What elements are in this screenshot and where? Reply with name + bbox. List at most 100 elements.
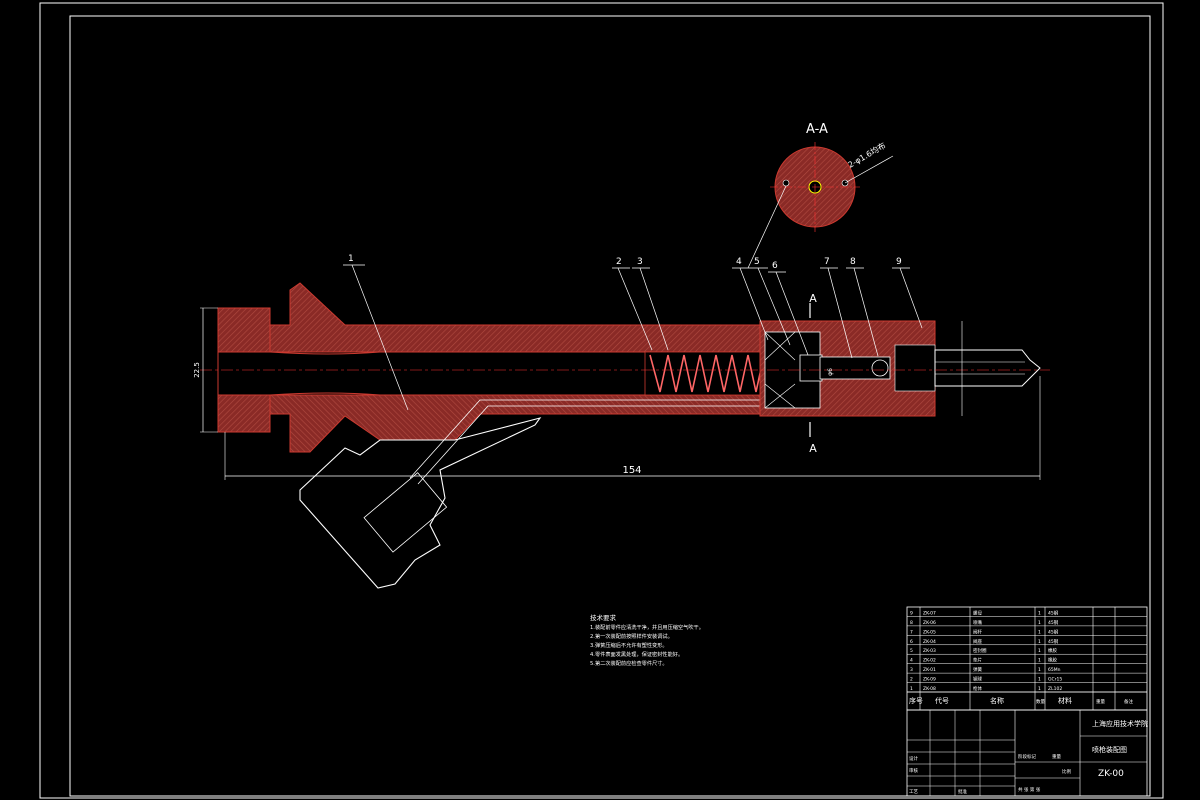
balloon-3: 3 — [632, 257, 669, 351]
parts-cell-no: 3 — [910, 667, 913, 673]
svg-text:2: 2 — [616, 257, 622, 267]
parts-cell-material: ZL102 — [1048, 686, 1062, 692]
parts-cell-qty: 1 — [1038, 639, 1041, 645]
svg-text:4: 4 — [736, 257, 742, 267]
parts-cell-name: 枪体 — [973, 685, 982, 692]
valve-seat-part-6 — [799, 354, 823, 382]
parts-header-no: 序号 — [909, 696, 923, 705]
parts-cell-code: ZK-07 — [923, 610, 936, 616]
parts-cell-code: ZK-02 — [923, 658, 936, 664]
parts-cell-qty: 1 — [1038, 610, 1041, 616]
parts-cell-qty: 1 — [1038, 677, 1041, 683]
parts-cell-code: ZK-04 — [923, 639, 936, 645]
parts-cell-name: 钢球 — [973, 676, 982, 683]
parts-cell-qty: 1 — [1038, 629, 1041, 635]
parts-cell-material: 橡胶 — [1048, 647, 1057, 654]
spring-cavity — [644, 351, 766, 396]
balloon-4: 4 — [732, 257, 769, 341]
balloon-5: 5 — [750, 257, 791, 346]
parts-cell-code: ZK-06 — [923, 620, 936, 626]
parts-cell-qty: 1 — [1038, 648, 1041, 654]
title-school: 上海应用技术学院 — [1092, 719, 1148, 728]
spring-assembly — [644, 351, 766, 396]
parts-cell-no: 7 — [910, 629, 913, 635]
balloon-1: 1 — [343, 254, 409, 411]
title-drawing-name: 喷枪装配图 — [1092, 745, 1127, 754]
parts-header-qty: 数量 — [1036, 698, 1045, 705]
spray-gun-body — [217, 282, 761, 485]
parts-header-weight: 重量 — [1096, 698, 1105, 705]
parts-cell-no: 5 — [910, 648, 913, 654]
parts-cell-qty: 1 — [1038, 667, 1041, 673]
svg-text:8: 8 — [850, 257, 856, 267]
svg-text:1: 1 — [348, 254, 354, 264]
valve-housing — [759, 320, 1041, 417]
section-hole-left — [782, 179, 790, 187]
parts-cell-code: ZK-05 — [923, 629, 936, 635]
svg-text:7: 7 — [824, 257, 830, 267]
balloon-labels: 1 2 3 4 5 6 7 — [343, 254, 923, 411]
balloon-6: 6 — [768, 261, 809, 356]
handle-grip-window — [363, 472, 448, 553]
parts-header-remark: 备注 — [1124, 698, 1133, 705]
parts-cell-name: 密封圈 — [973, 647, 987, 654]
parts-cell-qty: 1 — [1038, 658, 1041, 664]
parts-cell-material: 45钢 — [1048, 638, 1059, 645]
title-label-process: 工艺 — [909, 789, 918, 795]
title-label-scale: 比例 — [1062, 768, 1071, 775]
parts-header-code: 代号 — [935, 696, 949, 705]
parts-header-material: 材料 — [1058, 696, 1072, 705]
notes-line-5: 5.第二次装配前应检查零件尺寸。 — [590, 659, 668, 667]
parts-cell-no: 4 — [910, 658, 913, 664]
title-label-designer: 设计 — [909, 755, 918, 762]
notes-line-4: 4.零件表面发黑处理，保证密封性能好。 — [590, 650, 683, 658]
title-label-stage: 阶段标记 — [1018, 753, 1036, 760]
balloon-7: 7 — [820, 257, 853, 359]
hole-callout-text: 2-φ1.6均布 — [846, 140, 887, 170]
parts-cell-material: 45钢 — [1048, 609, 1059, 616]
balloon-2: 2 — [612, 257, 653, 351]
title-label-checker: 审核 — [909, 767, 918, 774]
seal-cross-2 — [764, 331, 796, 361]
notes-line-1: 1.装配前零件应清洗干净，并且用压缩空气吹干。 — [590, 623, 704, 631]
cut-label-bottom: A — [809, 442, 817, 455]
parts-cell-name: 喷嘴 — [973, 619, 982, 626]
parts-cell-code: ZK-01 — [923, 667, 936, 673]
body-lower-boss — [269, 394, 761, 453]
svg-text:5: 5 — [754, 257, 760, 267]
nozzle-tip — [934, 349, 1041, 387]
nozzle-thread-part-8 — [894, 344, 936, 392]
cut-plane-markers: A A — [809, 292, 817, 455]
section-label: A-A — [806, 122, 828, 137]
parts-cell-name: 垫片 — [973, 657, 982, 664]
balloon-5-leader-to-section — [747, 185, 787, 269]
dimensions: 154 22.5 φ6 — [193, 307, 1041, 480]
balloon-9: 9 — [892, 257, 923, 329]
parts-cell-code: ZK-09 — [923, 677, 936, 683]
handle-shape — [299, 417, 542, 589]
parts-cell-code: ZK-08 — [923, 686, 936, 692]
svg-text:3: 3 — [637, 257, 643, 267]
parts-cell-no: 9 — [910, 610, 913, 616]
section-view-a-a: A-A 2-φ1.6均布 — [747, 122, 894, 269]
dim-length-text: 154 — [622, 465, 641, 476]
hole-callout-leader — [844, 155, 894, 184]
parts-cell-material: 橡胶 — [1048, 657, 1057, 664]
svg-text:9: 9 — [896, 257, 902, 267]
parts-cell-no: 1 — [910, 686, 913, 692]
balloon-8: 8 — [846, 257, 879, 357]
parts-cell-material: GCr15 — [1048, 677, 1062, 683]
notes-title: 技术要求 — [590, 613, 617, 622]
dim-dia-left-text: 22.5 — [193, 362, 201, 378]
svg-text:6: 6 — [772, 261, 778, 271]
valve-stem-part-7 — [819, 356, 891, 380]
parts-cell-material: 45钢 — [1048, 628, 1059, 635]
parts-cell-code: ZK-03 — [923, 648, 936, 654]
body-upper-boss — [269, 282, 761, 353]
air-passage-line-1 — [409, 399, 760, 479]
parts-cell-qty: 1 — [1038, 686, 1041, 692]
parts-cell-no: 2 — [910, 677, 913, 683]
parts-cell-name: 螺母 — [973, 609, 982, 616]
handle-outline — [299, 417, 542, 589]
